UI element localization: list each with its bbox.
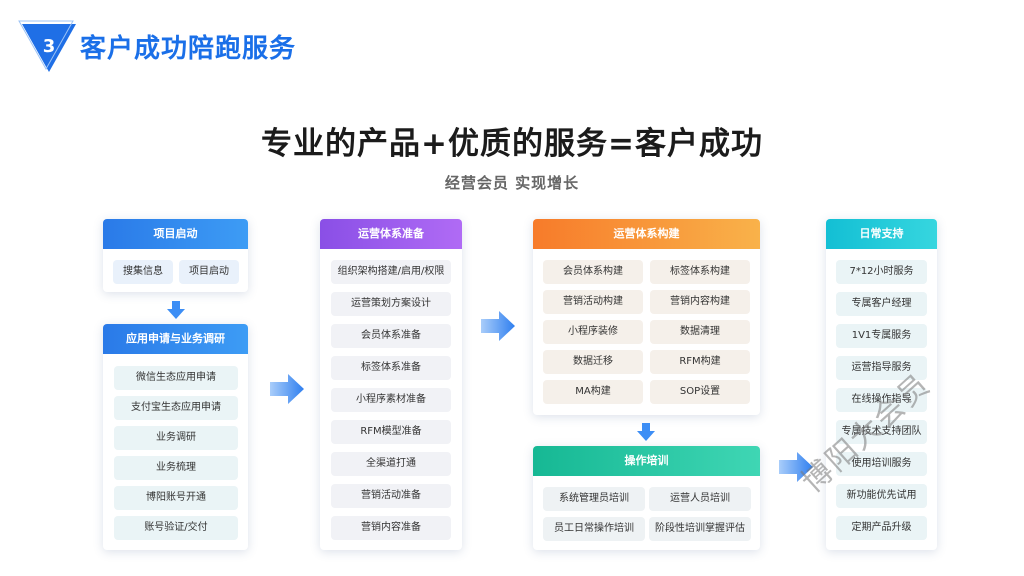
training-card-title: 操作培训	[533, 446, 760, 476]
ops-prep-item: 小程序素材准备	[331, 388, 451, 412]
daily-support-item: 新功能优先试用	[836, 484, 927, 508]
ops-prep-item: 营销内容准备	[331, 516, 451, 540]
training-item: 系统管理员培训	[543, 487, 645, 511]
ops-build-item: MA构建	[543, 380, 643, 404]
daily-support-card: 日常支持 7*12小时服务 专属客户经理 1V1专属服务 运营指导服务 在线操作…	[826, 219, 937, 550]
ops-build-item: 营销内容构建	[650, 290, 750, 314]
subtitle: 经营会员 实现增长	[444, 174, 580, 192]
ops-build-card: 运营体系构建 会员体系构建 标签体系构建 营销活动构建 营销内容构建 小程序装修…	[533, 219, 760, 415]
daily-support-item: 定期产品升级	[836, 516, 927, 540]
daily-support-item: 专属客户经理	[836, 292, 927, 316]
ops-prep-card-title: 运营体系准备	[320, 219, 462, 249]
application-card: 应用申请与业务调研 微信生态应用申请 支付宝生态应用申请 业务调研 业务梳理 博…	[103, 324, 248, 550]
arrow-down-icon	[167, 301, 185, 319]
application-item: 支付宝生态应用申请	[114, 396, 238, 420]
kickoff-card-title: 项目启动	[103, 219, 248, 249]
daily-support-item: 运营指导服务	[836, 356, 927, 380]
application-item: 业务梳理	[114, 456, 238, 480]
daily-support-item: 7*12小时服务	[836, 260, 927, 284]
daily-support-item: 1V1专属服务	[836, 324, 927, 348]
ops-build-item: 数据迁移	[543, 350, 643, 374]
application-item: 账号验证/交付	[114, 516, 238, 540]
kickoff-item: 搜集信息	[113, 260, 173, 284]
ops-build-card-title: 运营体系构建	[533, 219, 760, 249]
application-item: 博阳账号开通	[114, 486, 238, 510]
ops-build-item: 标签体系构建	[650, 260, 750, 284]
training-item: 员工日常操作培训	[543, 517, 645, 541]
application-item: 微信生态应用申请	[114, 366, 238, 390]
daily-support-item: 使用培训服务	[836, 452, 927, 476]
arrow-right-icon	[270, 374, 304, 404]
ops-build-item: 营销活动构建	[543, 290, 643, 314]
main-title: 专业的产品+优质的服务=客户成功	[261, 126, 763, 162]
training-item: 运营人员培训	[649, 487, 751, 511]
ops-build-item: 数据清理	[650, 320, 750, 344]
ops-prep-item: 组织架构搭建/启用/权限	[331, 260, 451, 284]
application-item: 业务调研	[114, 426, 238, 450]
arrow-right-icon	[779, 452, 813, 482]
ops-prep-card: 运营体系准备 组织架构搭建/启用/权限 运营策划方案设计 会员体系准备 标签体系…	[320, 219, 462, 550]
ops-build-item: 会员体系构建	[543, 260, 643, 284]
daily-support-item: 在线操作指导	[836, 388, 927, 412]
arrow-down-icon	[637, 423, 655, 441]
ops-build-item: SOP设置	[650, 380, 750, 404]
ops-build-item: 小程序装修	[543, 320, 643, 344]
step-number: 3	[42, 36, 56, 57]
ops-build-item: RFM构建	[650, 350, 750, 374]
arrow-right-icon	[481, 311, 515, 341]
training-card: 操作培训 系统管理员培训 运营人员培训 员工日常操作培训 阶段性培训掌握评估	[533, 446, 760, 550]
ops-prep-item: 会员体系准备	[331, 324, 451, 348]
ops-prep-item: RFM模型准备	[331, 420, 451, 444]
step-number-triangle-icon	[18, 20, 76, 72]
ops-prep-item: 营销活动准备	[331, 484, 451, 508]
kickoff-card: 项目启动 搜集信息 项目启动	[103, 219, 248, 292]
kickoff-item: 项目启动	[179, 260, 239, 284]
training-item: 阶段性培训掌握评估	[649, 517, 751, 541]
daily-support-card-title: 日常支持	[826, 219, 937, 249]
daily-support-item: 专属技术支持团队	[836, 420, 927, 444]
ops-prep-item: 全渠道打通	[331, 452, 451, 476]
ops-prep-item: 标签体系准备	[331, 356, 451, 380]
ops-prep-item: 运营策划方案设计	[331, 292, 451, 316]
slide-title: 客户成功陪跑服务	[80, 34, 297, 64]
application-card-title: 应用申请与业务调研	[103, 324, 248, 354]
